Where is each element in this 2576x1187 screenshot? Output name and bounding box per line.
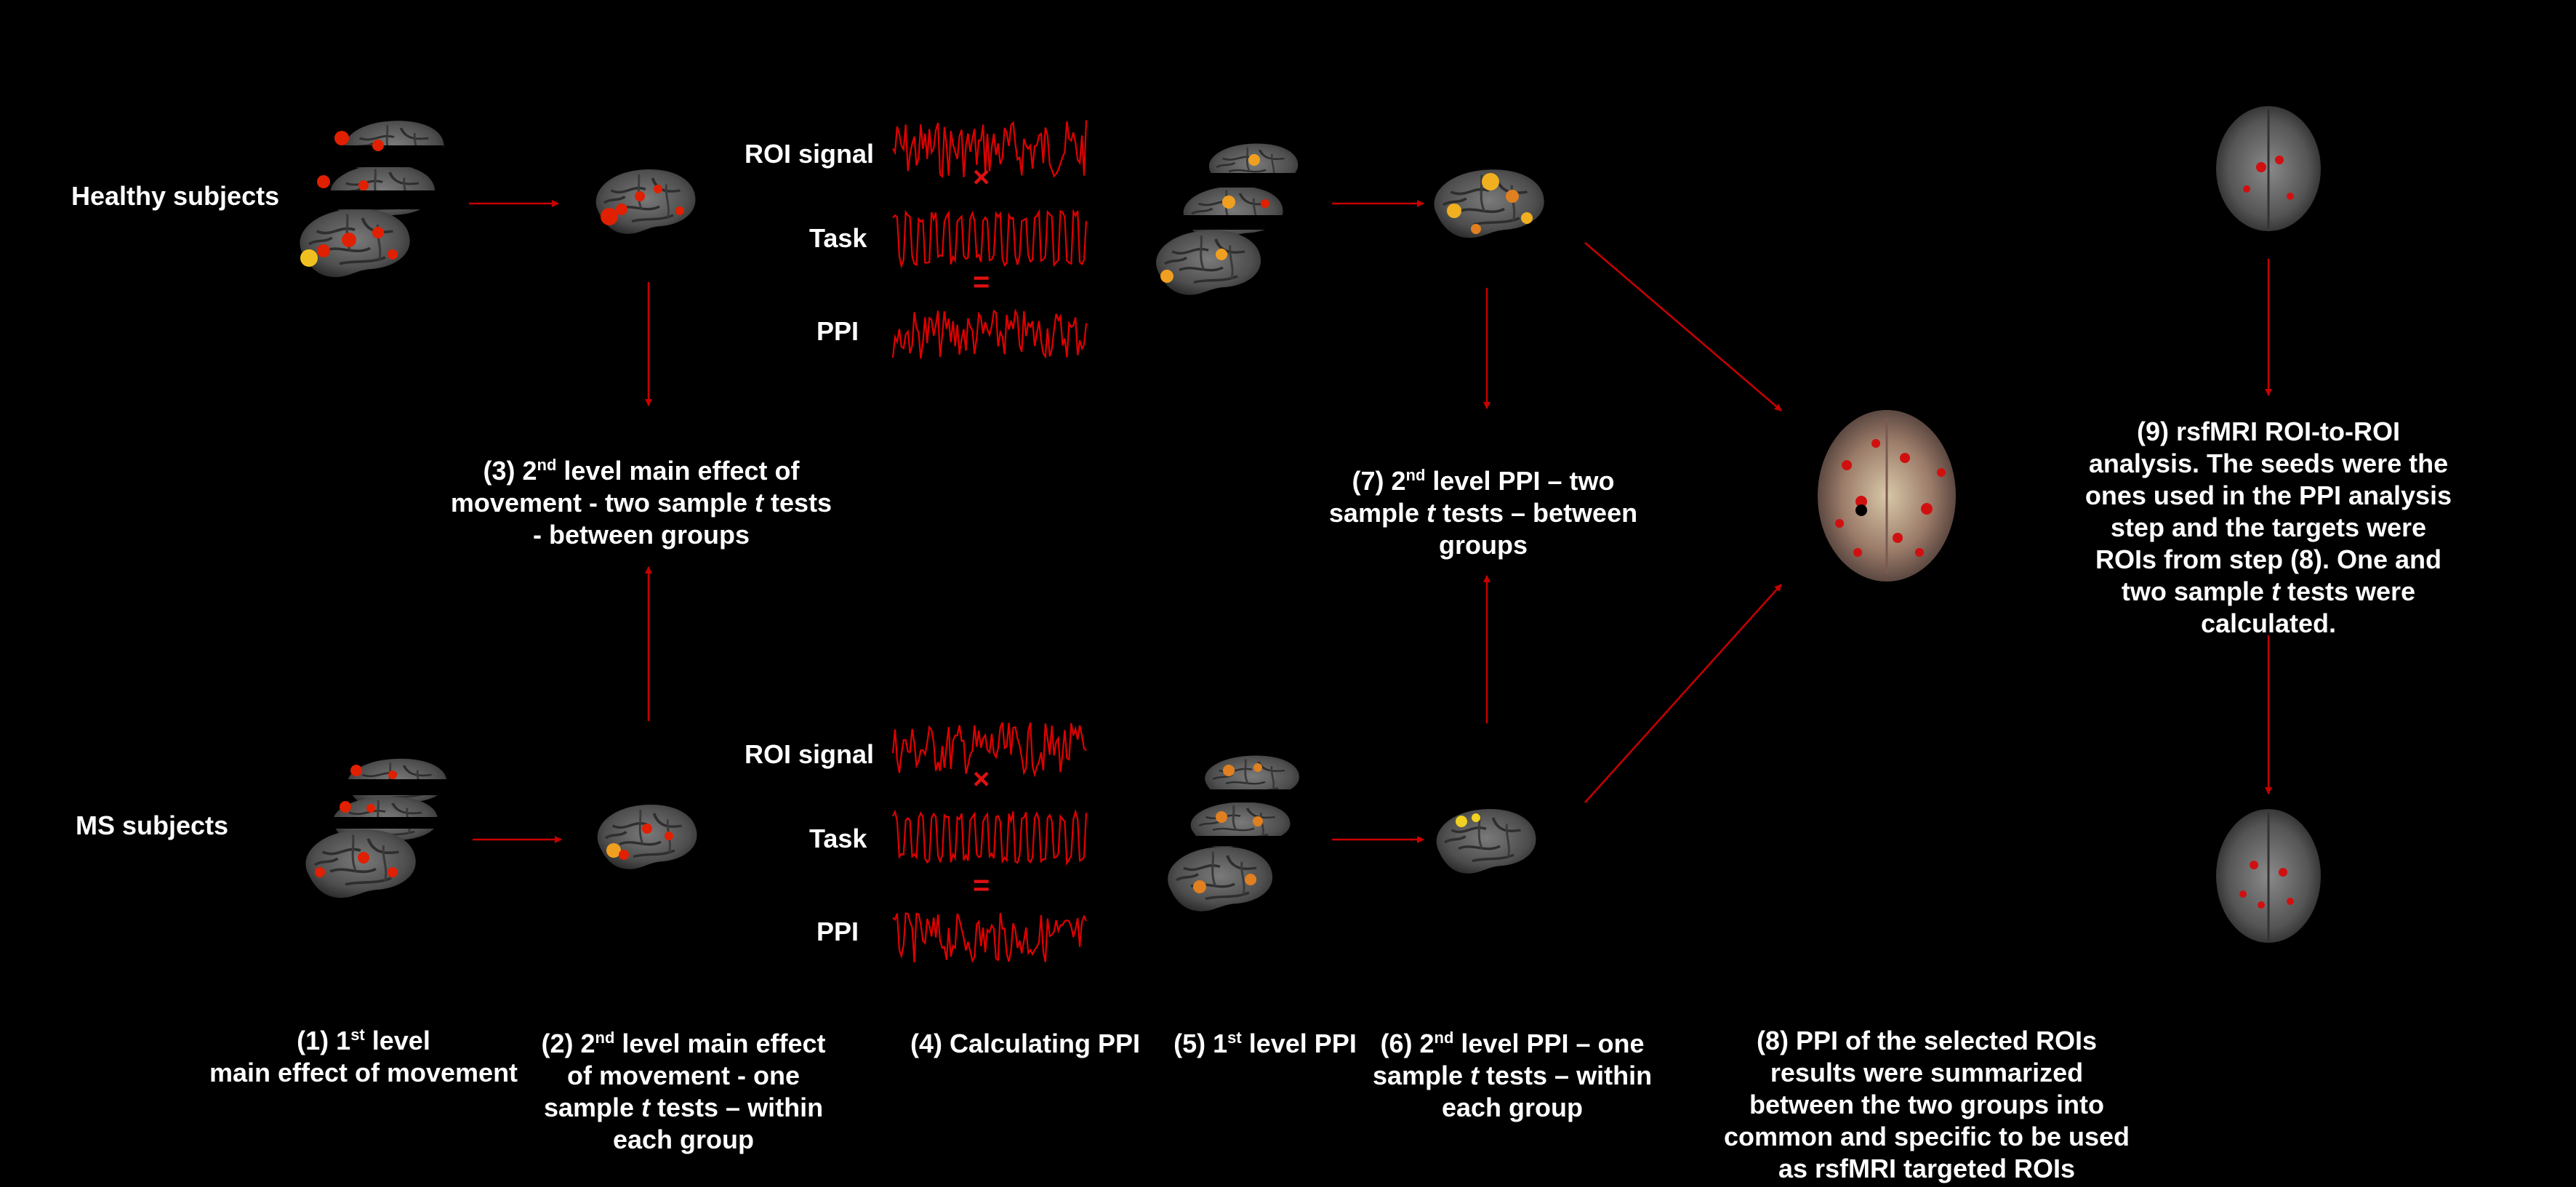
equals-symbol-ms: = [973,869,990,901]
arrow-healthy-to-summary [1584,242,1782,411]
rsfmri-top-axial-brain [2216,106,2321,231]
step1-caption: (1) 1st level main effect of movement [209,1026,518,1087]
summary-axial-brain [1818,410,1956,582]
step3-caption: (3) 2nd level main effect of movement - … [450,456,832,550]
step2-caption: (2) 2nd level main effect of movement - … [541,1029,826,1154]
healthy-subjects-brain-stack [300,119,446,277]
equals-symbol-healthy: = [973,266,990,298]
ms-subjects-brain-stack [305,757,449,898]
signal-trace-icon [892,209,1088,269]
signal-trace-icon [891,308,1088,359]
ppi-label-healthy: PPI [816,316,859,346]
ms-ppi-first-level-stack [1166,754,1305,913]
task-label-ms: Task [809,824,867,853]
roi-signal-label-ms: ROI signal [745,739,875,769]
healthy-ppi-first-level-stack [1155,142,1301,297]
healthy-group-brain [594,168,697,236]
signal-trace-icon [891,722,1087,778]
step6-caption: (6) 2nd level PPI – one sample t tests –… [1372,1029,1653,1122]
roi-signal-label-healthy: ROI signal [745,139,875,169]
task-label-healthy: Task [809,223,867,253]
signal-trace-icon [892,912,1087,963]
step4-caption: (4) Calculating PPI [910,1029,1141,1058]
ms-ppi-group-brain [1435,808,1538,875]
brain-lateral-icon [305,829,415,898]
signal-trace-icon [892,120,1088,178]
healthy-subjects-label: Healthy subjects [71,181,280,211]
arrow-ms-to-summary [1584,584,1782,803]
ppi-label-ms: PPI [816,917,859,946]
step5-caption: (5) 1st level PPI [1173,1029,1357,1058]
step8-caption: (8) PPI of the selected ROIs results wer… [1723,1026,2130,1183]
step9-caption: (9) rsfMRI ROI-to-ROI analysis. The seed… [2085,417,2452,638]
healthy-ppi-group-brain [1434,169,1544,238]
ms-subjects-label: MS subjects [76,810,229,840]
multiply-symbol-healthy: × [973,161,990,193]
ms-group-brain [595,803,699,871]
signal-trace-icon [892,808,1088,866]
multiply-symbol-ms: × [973,763,990,795]
step7-caption: (7) 2nd level PPI – two sample t tests –… [1328,466,1638,560]
rsfmri-bottom-axial-brain [2216,809,2321,943]
